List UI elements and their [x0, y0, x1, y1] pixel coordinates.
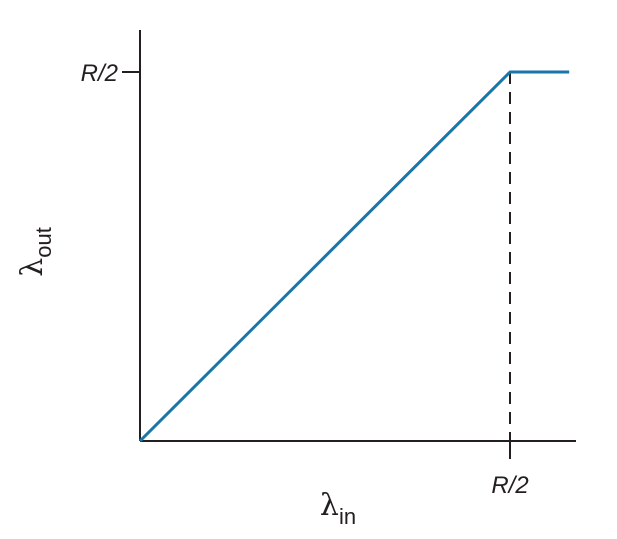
y-axis-label-subscript: out [31, 227, 56, 258]
x-tick-label: R/2 [491, 472, 528, 499]
x-axis-label-symbol: λ [320, 488, 339, 523]
y-axis-label-symbol: λ [15, 258, 50, 277]
y-axis-label: λout [15, 227, 56, 277]
throughput-line [138, 70, 570, 443]
x-axis-label-subscript: in [339, 504, 356, 529]
x-axis-label: λin [320, 488, 356, 529]
y-tick-label: R/2 [81, 60, 118, 87]
